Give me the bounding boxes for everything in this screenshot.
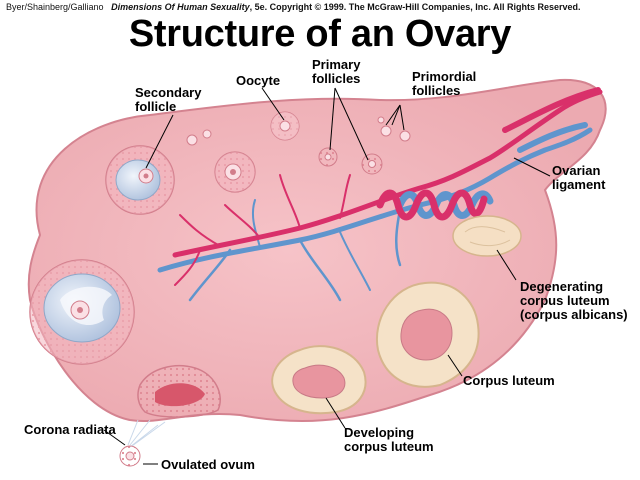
- corpus-luteum: [375, 281, 480, 388]
- vein: [157, 127, 593, 302]
- credit-authors: Byer/Shainberg/Galliano: [6, 2, 104, 12]
- label-degenerating-corpus-luteum: Degenerating corpus luteum (corpus albic…: [520, 279, 628, 322]
- credit-book: Dimensions Of Human Sexuality: [111, 2, 250, 12]
- leader-lines: [103, 87, 551, 465]
- large-follicle: [29, 259, 135, 365]
- copyright-credit: Byer/Shainberg/Galliano Dimensions Of Hu…: [6, 1, 634, 13]
- label-secondary-follicle: Secondary follicle: [135, 85, 202, 114]
- page-title: Structure of an Ovary: [128, 13, 512, 55]
- developing-corpus-luteum: [271, 345, 367, 415]
- ovulated-ovum: [119, 419, 166, 467]
- label-ovulated-ovum: Ovulated ovum: [161, 457, 255, 472]
- label-primordial-follicles: Primordial follicles: [412, 69, 477, 98]
- credit-rest: , 5e. Copyright © 1999. The McGraw-Hill …: [249, 2, 581, 12]
- label-oocyte: Oocyte: [236, 73, 281, 88]
- label-developing-corpus-luteum: Developing corpus luteum: [344, 425, 434, 454]
- label-ovarian-ligament: Ovarian ligament: [552, 163, 606, 192]
- label-corpus-luteum: Corpus luteum: [463, 373, 555, 388]
- label-primary-follicles: Primary follicles: [312, 57, 361, 86]
- growing-follicle: [214, 151, 256, 193]
- ruptured-follicle: [137, 365, 221, 418]
- secondary-follicle: [105, 145, 175, 215]
- artery: [172, 89, 603, 286]
- corpus-albicans: [452, 215, 522, 257]
- oocyte-follicle: [270, 111, 300, 141]
- label-corona-radiata: Corona radiata: [24, 422, 116, 437]
- coiled-vessels: [376, 87, 601, 221]
- primordial-follicles: [186, 116, 411, 146]
